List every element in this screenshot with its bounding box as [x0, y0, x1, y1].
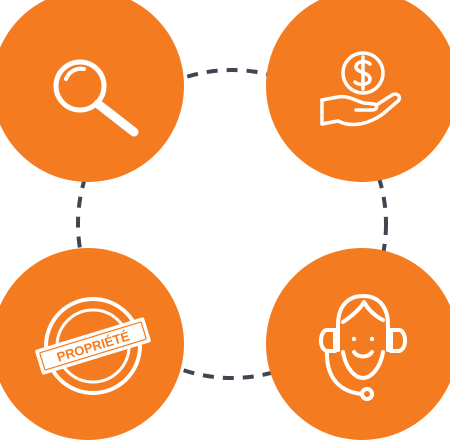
node-funding	[266, 0, 450, 182]
node-search	[0, 0, 184, 182]
support-headset-icon	[319, 294, 407, 401]
node-property: PROPRIÉTÉ	[0, 248, 184, 440]
dashed-connector-ring	[76, 68, 388, 380]
node-search-circle	[0, 0, 184, 182]
property-stamp-icon: PROPRIÉTÉ	[35, 297, 151, 395]
node-support	[266, 248, 450, 440]
node-support-circle	[266, 248, 450, 440]
hand-dollar-coin-icon	[320, 51, 402, 127]
magnifier-icon	[53, 59, 139, 137]
